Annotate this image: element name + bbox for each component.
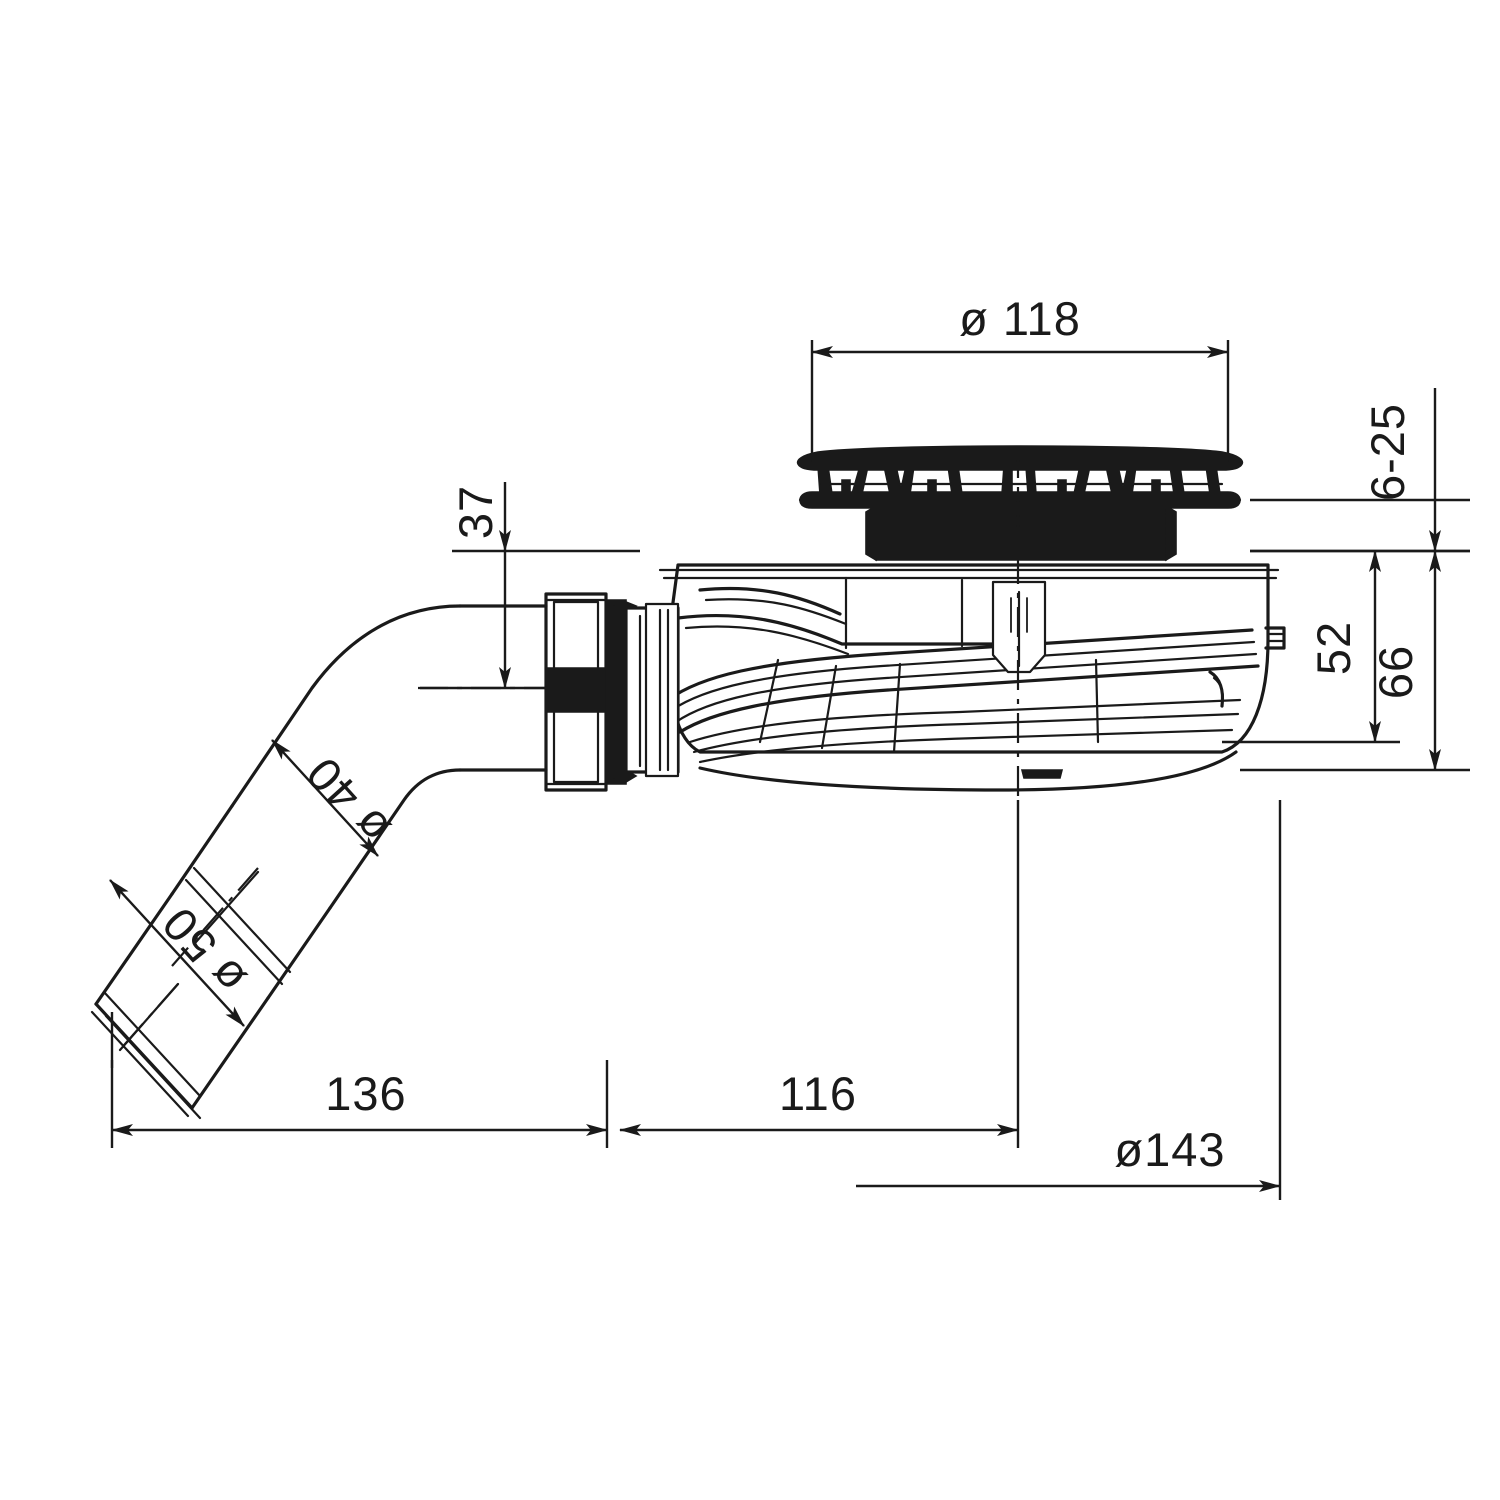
trap-body	[658, 563, 1286, 792]
adjustable-threaded-collar	[865, 504, 1177, 562]
dimension-adjustment-range: 6-25	[1250, 388, 1470, 553]
dim-label-outlet-length: 136	[325, 1067, 406, 1120]
dimension-lengths: 136 116	[110, 800, 1020, 1148]
drain-assembly	[90, 445, 1286, 1120]
dim-label-cap-diameter: ø 118	[959, 292, 1081, 345]
dim-label-flange-diameter: ø143	[1114, 1123, 1225, 1176]
dimension-cap-diameter: ø 118	[810, 292, 1230, 458]
dimension-flange-diameter: ø143	[856, 800, 1282, 1200]
dim-label-adjustment-range: 6-25	[1361, 403, 1414, 501]
cover-cap-flange	[798, 491, 1242, 509]
dimension-body-heights: 52 66	[1222, 549, 1470, 772]
dim-label-body-half-length: 116	[779, 1067, 857, 1120]
dimension-inlet-height: 37	[420, 482, 640, 690]
cover-cap	[796, 445, 1244, 471]
dimension-pipe-inner-diameter: ø 40	[271, 739, 400, 857]
dim-label-body-inner-height: 52	[1307, 621, 1360, 675]
dim-label-pipe-inner-diameter: ø 40	[295, 747, 400, 855]
dim-label-inlet-height: 37	[449, 485, 502, 539]
dim-label-body-total-height: 66	[1369, 645, 1422, 699]
union-nut-assembly	[544, 592, 680, 792]
dim-label-pipe-outer-diameter: ø 50	[151, 897, 256, 1005]
elbow-outlet-pipe	[90, 604, 548, 1120]
